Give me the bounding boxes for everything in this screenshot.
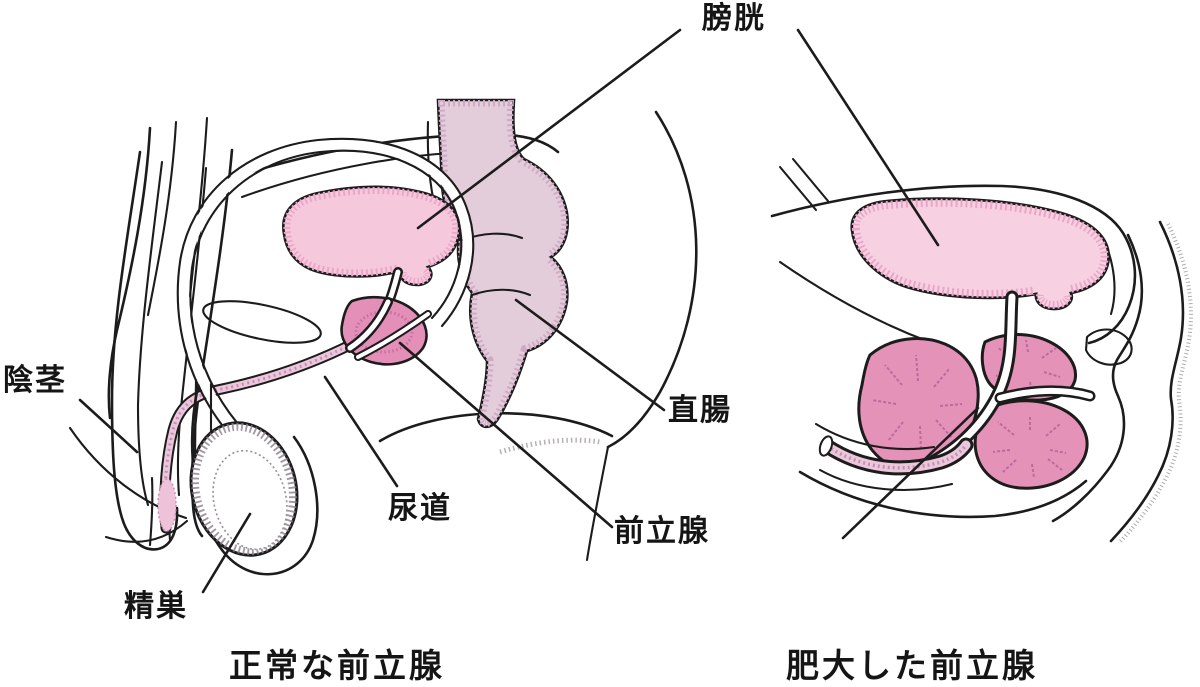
rectum-leader	[514, 298, 666, 412]
prostate-leader	[398, 341, 614, 529]
bladder-leader-right	[796, 28, 940, 247]
glans-urethra	[157, 478, 177, 532]
testis-shape	[175, 409, 313, 569]
label-testis: 精巣	[124, 589, 188, 624]
prostate-right-shape	[857, 290, 1133, 490]
testis-leader	[201, 512, 252, 594]
pubic-bone	[202, 300, 322, 344]
label-rectum: 直腸	[668, 393, 732, 428]
normal-prostate-figure	[68, 98, 698, 576]
penis-leader	[78, 398, 139, 454]
label-bladder: 膀胱	[702, 1, 766, 36]
enlarged-prostate-leader	[841, 406, 980, 540]
leader-lines	[78, 28, 980, 594]
bladder-right-shape	[850, 197, 1111, 311]
torso-contours-right	[770, 157, 1137, 345]
caption-enlarged-prostate: 肥大した前立腺	[786, 646, 1038, 685]
urethra-leader	[323, 375, 399, 488]
urethra-right-tube	[814, 422, 974, 491]
caption-normal-prostate: 正常な前立腺	[229, 646, 445, 685]
seminal-vesicle	[1084, 328, 1133, 366]
vas-deferens-loop	[176, 137, 475, 472]
rectum-shape	[436, 98, 569, 429]
bladder-left-shape	[282, 185, 461, 315]
label-urethra: 尿道	[388, 491, 452, 526]
bladder-leader-left	[416, 28, 682, 230]
label-prostate: 前立腺	[614, 514, 710, 549]
enlarged-prostate-figure	[770, 157, 1193, 545]
leg-curves-right	[798, 470, 1088, 519]
prostate-left-shape	[340, 295, 432, 366]
label-penis: 陰茎	[3, 363, 67, 398]
